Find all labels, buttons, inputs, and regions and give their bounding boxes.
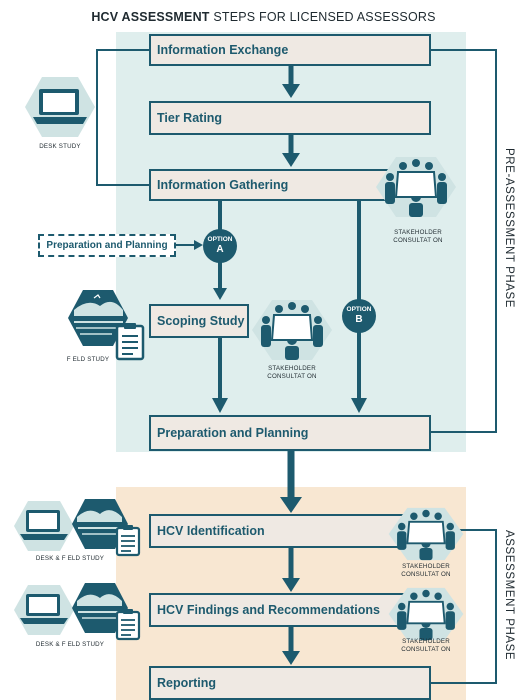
option-a-letter: A [216,243,224,255]
desk-field-study-caption-2: DESK & F ELD STUDY [35,641,105,648]
stakeholder-caption-1-line2: CONSULTAT ON [393,237,443,245]
step-tier-rating: Tier Rating [149,101,431,135]
desk-field-study-caption-1: DESK & F ELD STUDY [35,555,105,562]
stakeholder-caption-2-line2: CONSULTAT ON [267,373,317,381]
stakeholder-caption-4-line1: STAKEHOLDER [402,638,450,645]
option-b-letter: B [355,313,363,325]
landscape-icon-3 [72,583,128,633]
diagram-title: HCV ASSESSMENT STEPS FOR LICENSED ASSESS… [0,10,527,24]
laptop-icon-2 [14,501,74,551]
step-preparation-and-planning: Preparation and Planning [149,415,431,451]
pre-assessment-phase-label: PRE-ASSESSMENT PHASE [503,148,515,309]
option-a-label: OPTION [207,236,233,243]
step-reporting: Reporting [149,666,431,700]
option-b-label: OPTION [346,306,372,313]
side-step-preparation-and-planning: Preparation and Planning [38,234,176,257]
step-hcv-identification: HCV Identification [149,514,431,548]
clipboard-icon-3 [115,609,141,641]
stakeholder-caption-3-line2: CONSULTAT ON [401,571,451,579]
stakeholder-caption-3-line1: STAKEHOLDER [402,563,450,570]
stakeholder-consultation-caption-1: STAKEHOLDER CONSULTAT ON [380,229,456,246]
option-b-badge: OPTION B [342,299,376,333]
laptop-icon [25,77,95,137]
landscape-icon-2 [72,499,128,549]
meeting-icon-3 [388,507,464,561]
meeting-icon [376,157,456,217]
stakeholder-caption-1-line1: STAKEHOLDER [394,229,442,236]
meeting-icon-2 [252,300,332,360]
stakeholder-caption-4-line2: CONSULTAT ON [401,646,451,654]
stakeholder-consultation-caption-4: STAKEHOLDER CONSULTAT ON [388,638,464,655]
step-hcv-findings-and-recommendations: HCV Findings and Recommendations [149,593,431,627]
laptop-icon-3 [14,585,74,635]
title-bold: HCV ASSESSMENT [91,10,210,24]
title-rest: STEPS FOR LICENSED ASSESSORS [213,10,436,24]
field-study-caption: F ELD STUDY [66,356,110,363]
stakeholder-caption-2-line1: STAKEHOLDER [268,365,316,372]
assessment-phase-label: ASSESSMENT PHASE [503,530,515,661]
clipboard-icon [115,323,145,361]
step-information-exchange: Information Exchange [149,34,431,66]
desk-study-caption: DESK STUDY [39,143,81,150]
stakeholder-consultation-caption-3: STAKEHOLDER CONSULTAT ON [388,563,464,580]
clipboard-icon-2 [115,525,141,557]
stakeholder-consultation-caption-2: STAKEHOLDER CONSULTAT ON [254,365,330,382]
option-a-badge: OPTION A [203,229,237,263]
step-scoping-study: Scoping Study [149,304,249,338]
landscape-icon [68,290,128,346]
meeting-icon-4 [388,587,464,641]
